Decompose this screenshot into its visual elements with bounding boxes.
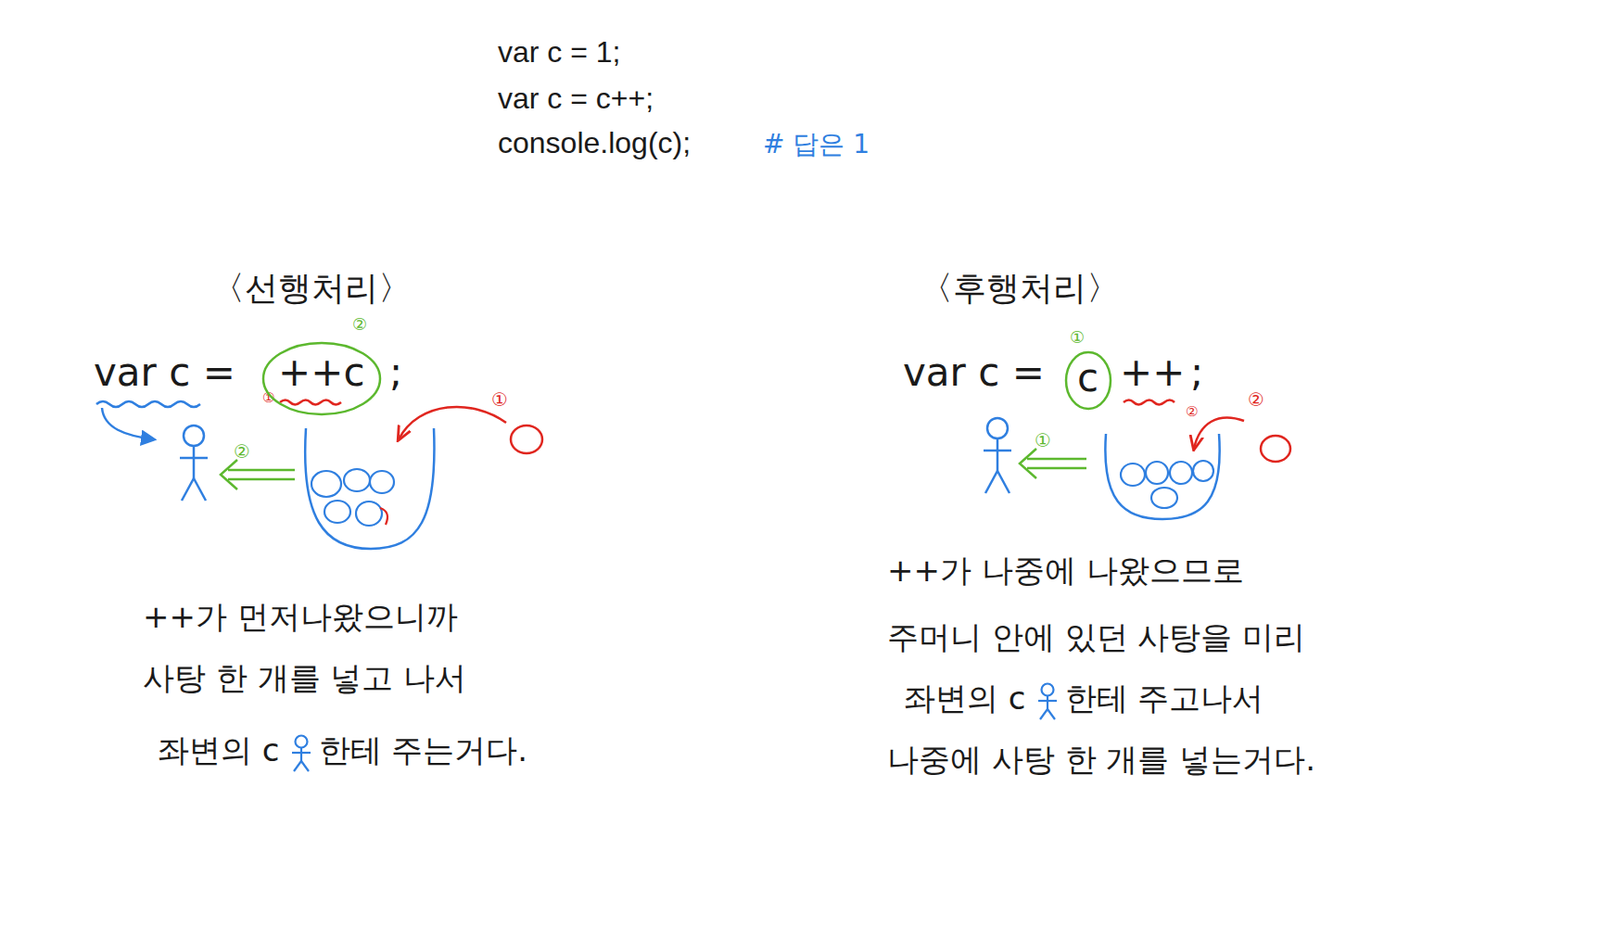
person-icon [1033, 682, 1062, 722]
explanation-text: 나중에 사탕 한 개를 넣는거다. [887, 741, 1316, 778]
candy-bowl [304, 428, 434, 549]
circled-expression: c [1064, 350, 1113, 411]
answer-note: # 답은 1 [762, 129, 870, 160]
callout-number: ② [1247, 389, 1265, 411]
section-heading: 〈선행처리〉 [211, 268, 412, 307]
code-text: ++c [278, 350, 366, 395]
callout-number: ② [1184, 404, 1199, 420]
explanation-text: 한테 주는거다. [318, 732, 529, 769]
code-text: var c = [93, 350, 236, 395]
explanation-text: 사탕 한 개를 넣고 나서 [142, 660, 467, 697]
person-icon [287, 734, 316, 774]
code-line: var c = c++; [497, 81, 654, 116]
code-text: ; [1190, 350, 1204, 395]
explanation-text: ++가 나중에 나왔으므로 [887, 552, 1245, 589]
candy-bowl [1104, 433, 1220, 520]
red-candy [510, 425, 543, 454]
code-line: var c = 1; [497, 35, 622, 70]
code-line: console.log(c); [497, 126, 691, 161]
give-arrow [1019, 448, 1087, 479]
explanation-text: 좌변의 c [903, 680, 1027, 717]
callout-number: ② [233, 441, 251, 463]
candies [311, 469, 394, 526]
candies [1120, 460, 1214, 508]
code-text: c [1077, 355, 1100, 401]
explanation-text: 한테 주고나서 [1065, 680, 1265, 717]
insert-arrow [1193, 418, 1245, 449]
person-figure [983, 418, 1012, 494]
explanation-text: 좌변의 c [157, 732, 280, 769]
person-figure [179, 425, 208, 501]
assign-arrow [101, 407, 154, 440]
section-heading: 〈후행처리〉 [919, 268, 1120, 307]
callout-number: ① [491, 389, 508, 411]
circled-expression: ++c [261, 341, 382, 417]
explanation-text: 주머니 안에 있던 사탕을 미리 [887, 619, 1306, 656]
red-squiggle [279, 400, 342, 406]
callout-number: ① [1034, 430, 1052, 452]
red-squiggle [1123, 400, 1175, 406]
callout-number: ① [1069, 328, 1085, 348]
insert-arrow [398, 406, 507, 440]
give-arrow [220, 459, 295, 490]
red-candy [1260, 435, 1291, 462]
code-text: ; [389, 350, 403, 395]
underline-squiggle [96, 401, 201, 407]
callout-number: ② [352, 315, 368, 335]
explanation-text: ++가 먼저나왔으니까 [142, 598, 458, 635]
code-text: var c = [902, 350, 1045, 395]
code-text: ++ [1119, 350, 1185, 395]
